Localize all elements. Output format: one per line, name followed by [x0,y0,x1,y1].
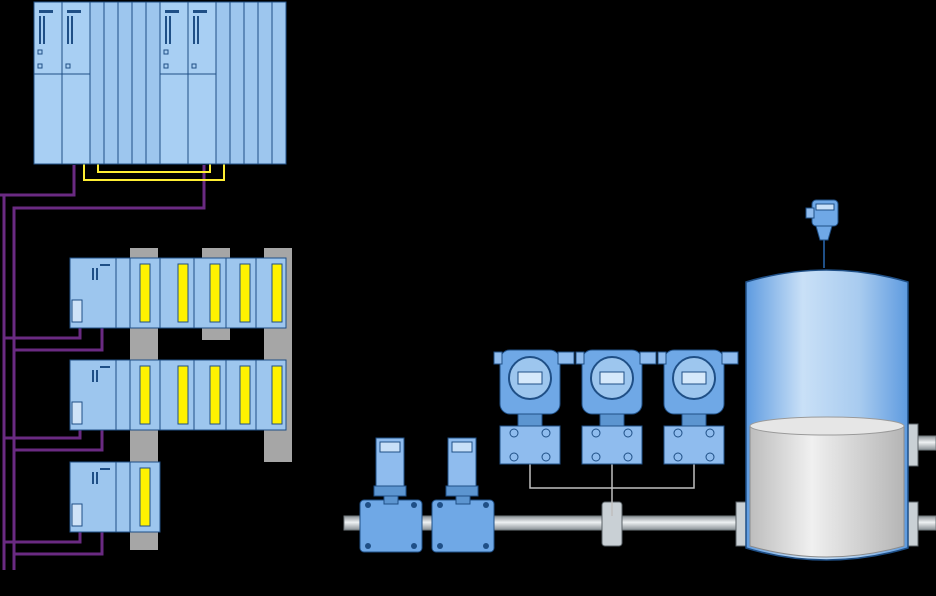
redundant-controller-b [159,1,287,165]
pressure-transmitter-1 [493,349,575,465]
level-sensor [805,199,839,268]
flowmeter-2 [431,437,495,553]
remote-io-station-3 [69,452,161,550]
pressure-transmitter-3 [657,349,739,465]
impulse-lines [529,464,695,516]
remote-io-station-1 [69,248,292,360]
flowmeter-1 [359,437,423,553]
profibus-lines [0,165,206,570]
io-modules [139,263,283,323]
storage-tank [745,269,936,561]
redundant-controller-a [33,1,161,165]
pressure-transmitter-2 [575,349,657,465]
remote-io-station-2 [69,350,292,462]
